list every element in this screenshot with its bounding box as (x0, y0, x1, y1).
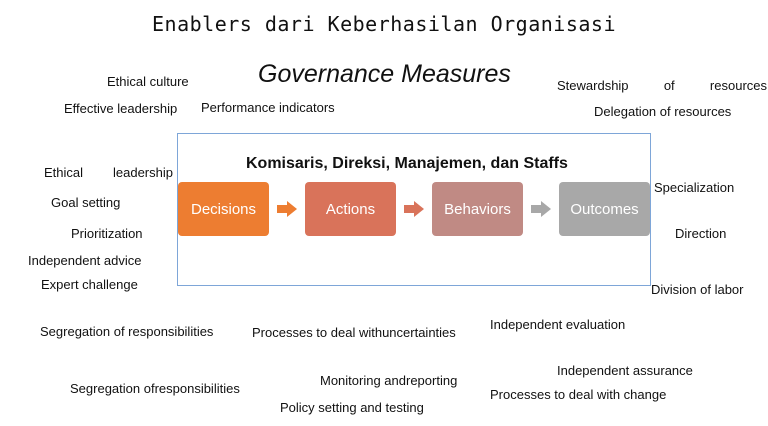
stage-outcomes-label: Outcomes (570, 200, 639, 218)
label-stewardship-of-word: of (663, 78, 675, 93)
stage-decisions-label: Decisions (190, 200, 257, 218)
label-stewardship-word: Stewardship (557, 78, 629, 93)
label-stewardship-resources-word: resources (709, 78, 767, 93)
arrow-right-icon (277, 201, 297, 217)
label-performance-indicators: Performance indicators (201, 100, 335, 115)
arrow-head (414, 201, 424, 217)
stage-actions: Actions (305, 182, 396, 236)
arrow-head (541, 201, 551, 217)
arrow-shaft (531, 205, 541, 213)
label-segregation-of-responsibilities-1: Segregation of responsibilities (40, 324, 214, 339)
label-leadership-word: leadership (113, 165, 173, 180)
stage-behaviors-label: Behaviors (444, 200, 511, 218)
governance-frame (177, 133, 651, 286)
label-ethical-word: Ethical (44, 165, 84, 180)
label-goal-setting: Goal setting (51, 195, 121, 210)
frame-title: Komisaris, Direksi, Manajemen, dan Staff… (246, 155, 568, 172)
arrow-right-icon (531, 201, 551, 217)
label-stewardship-of-resources: Stewardship of resources (557, 78, 767, 93)
stage-outcomes: Outcomes (559, 182, 650, 236)
label-division-of-labor: Division of labor (651, 282, 744, 297)
label-independent-assurance: Independent assurance (557, 363, 693, 378)
stage-decisions: Decisions (178, 182, 269, 236)
label-processes-change: Processes to deal with change (490, 387, 667, 402)
diagram-subtitle: Governance Measures (258, 60, 511, 88)
label-ethical-leadership: Ethical leadership (44, 165, 173, 180)
label-independent-advice: Independent advice (28, 253, 142, 268)
arrow-right-icon (404, 201, 424, 217)
label-monitoring-reporting: Monitoring andreporting (320, 373, 458, 388)
arrow-shaft (277, 205, 287, 213)
label-direction: Direction (675, 226, 727, 241)
label-effective-leadership: Effective leadership (64, 101, 178, 116)
label-delegation-of-resources: Delegation of resources (594, 104, 732, 119)
stage-behaviors: Behaviors (432, 182, 523, 236)
stage-actions-label: Actions (325, 200, 376, 218)
label-specialization: Specialization (654, 180, 735, 195)
label-policy-setting: Policy setting and testing (280, 400, 424, 415)
label-ethical-culture: Ethical culture (107, 74, 189, 89)
label-processes-uncertainties: Processes to deal withuncertainties (252, 325, 456, 340)
arrow-head (287, 201, 297, 217)
label-segregation-of-responsibilities-2: Segregation ofresponsibilities (70, 381, 240, 396)
label-prioritization: Prioritization (71, 226, 143, 241)
label-expert-challenge: Expert challenge (41, 277, 138, 292)
page-title: Enablers dari Keberhasilan Organisasi (151, 12, 617, 36)
arrow-shaft (404, 205, 414, 213)
label-independent-evaluation: Independent evaluation (490, 317, 626, 332)
